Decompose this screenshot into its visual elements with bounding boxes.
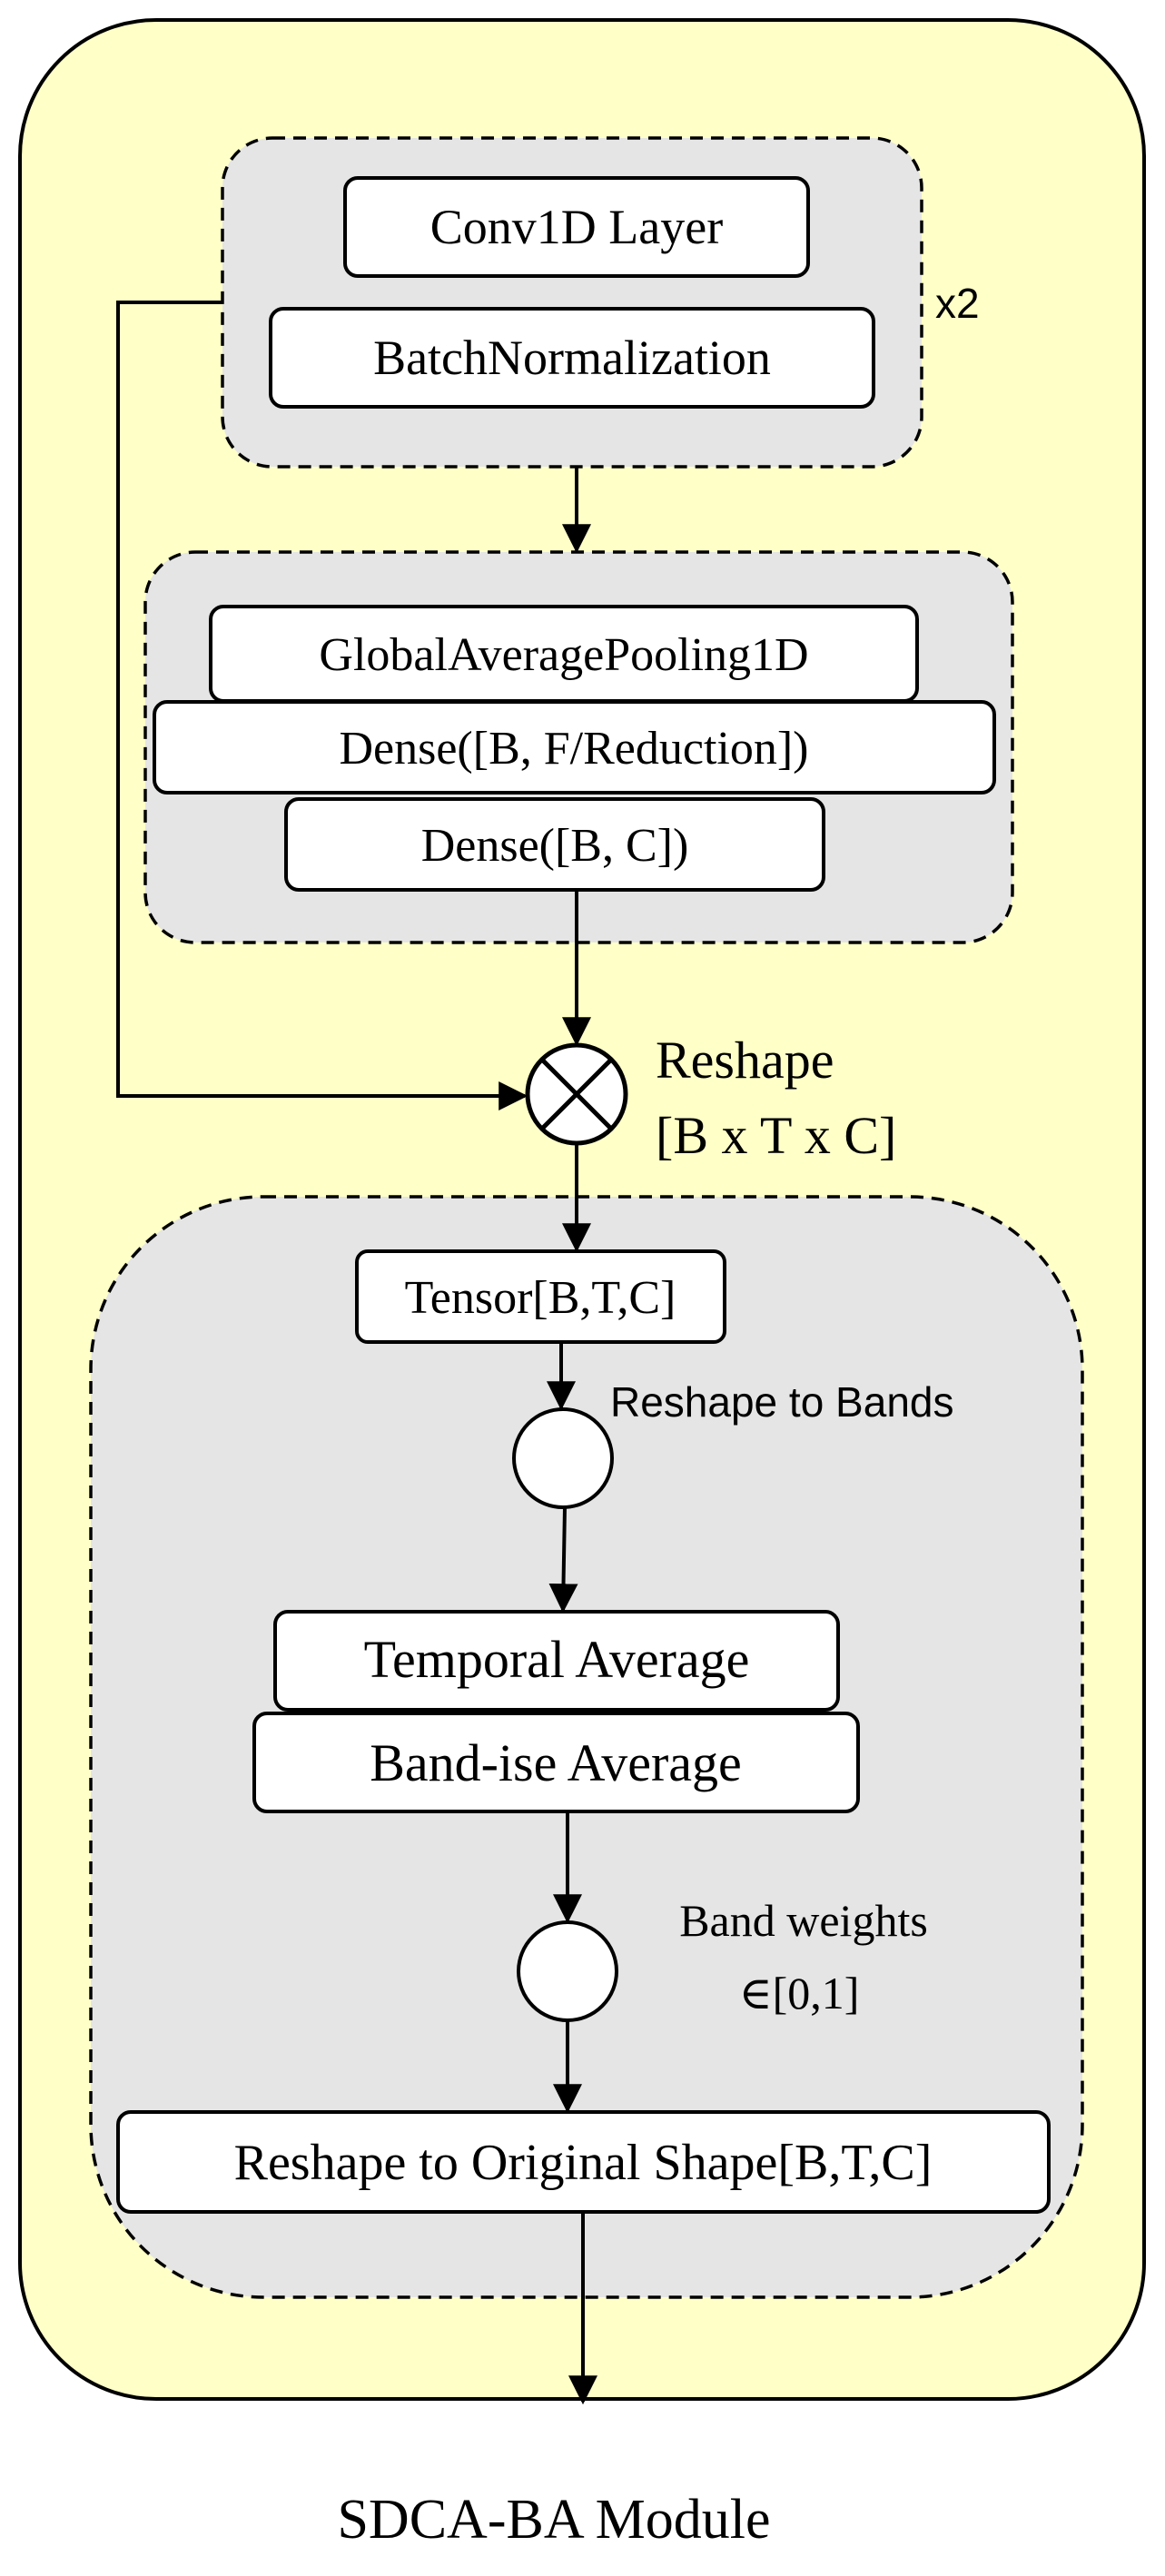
temporal-average-label: Temporal Average — [364, 1630, 750, 1689]
dense-reduction-block: Dense([B, F/Reduction]) — [153, 700, 996, 795]
conv1d-label: Conv1D Layer — [430, 200, 723, 254]
batchnorm-label: BatchNormalization — [373, 331, 771, 385]
reshape-label-line1: Reshape — [656, 1031, 834, 1090]
dense-c-block: Dense([B, C]) — [284, 797, 825, 892]
band-weights-label-line1: Band weights — [679, 1895, 928, 1946]
reshape-bands-label: Reshape to Bands — [610, 1378, 954, 1426]
reshape-bands-node — [512, 1407, 614, 1509]
gap-block: GlobalAveragePooling1D — [209, 605, 919, 703]
temporal-average-block: Temporal Average — [273, 1610, 840, 1712]
batchnorm-block: BatchNormalization — [269, 307, 875, 409]
dense-c-label: Dense([B, C]) — [421, 820, 689, 872]
connectors — [116, 301, 597, 2405]
reshape-original-block: Reshape to Original Shape[B,T,C] — [116, 2110, 1051, 2214]
tensor-label: Tensor[B,T,C] — [405, 1272, 676, 1324]
band-weights-node — [517, 1920, 618, 2022]
repeat-label: x2 — [935, 280, 980, 327]
gap-label: GlobalAveragePooling1D — [319, 629, 808, 681]
tensor-block: Tensor[B,T,C] — [355, 1249, 726, 1344]
band-weights-label-line2: ∈[0,1] — [739, 1968, 860, 2018]
conv1d-block: Conv1D Layer — [343, 176, 810, 278]
reshape-label-line2: [B x T x C] — [656, 1106, 896, 1165]
module-caption: SDCA-BA Module — [337, 2489, 770, 2551]
multiply-node — [525, 1042, 628, 1146]
band-average-block: Band-ise Average — [252, 1712, 860, 1813]
band-average-label: Band-ise Average — [370, 1733, 742, 1792]
reshape-original-label: Reshape to Original Shape[B,T,C] — [234, 2135, 933, 2191]
dense-reduction-label: Dense([B, F/Reduction]) — [339, 723, 808, 775]
